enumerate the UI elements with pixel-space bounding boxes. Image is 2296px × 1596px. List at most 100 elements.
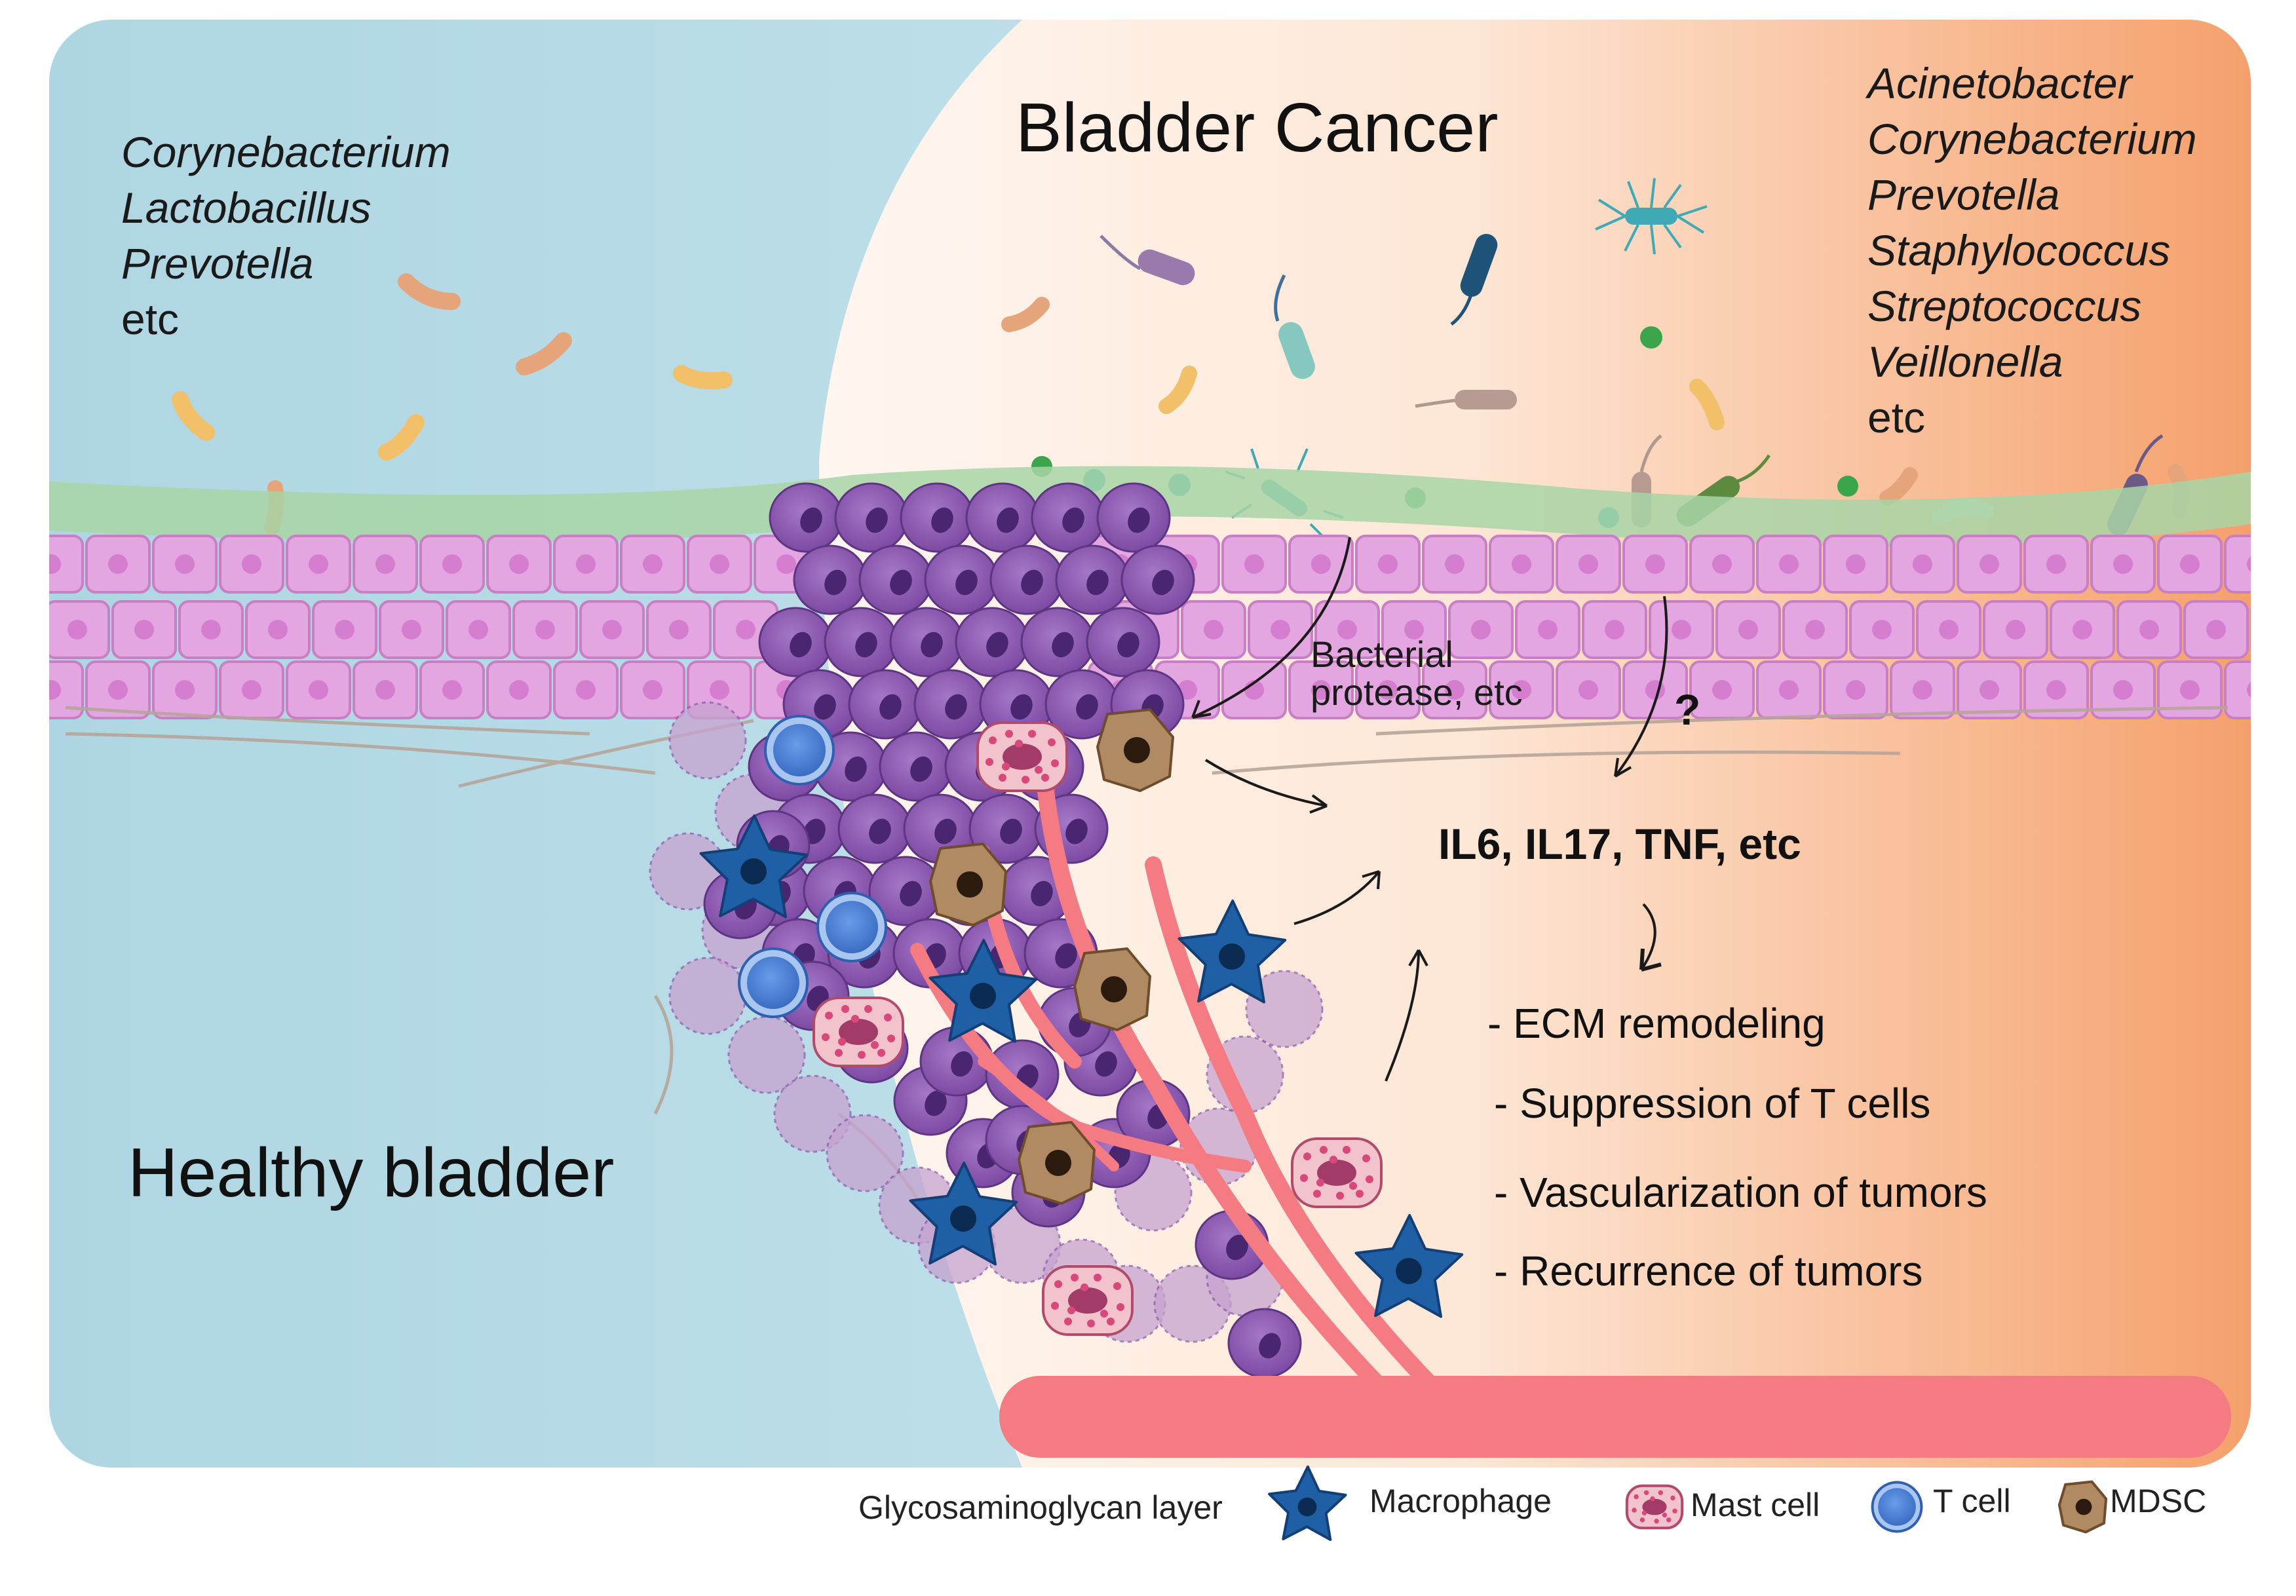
granule: [1028, 730, 1036, 738]
cell-nucleus: [1031, 881, 1053, 907]
cell-nucleus: [1117, 632, 1139, 658]
cell-nucleus: [910, 756, 932, 782]
granule: [871, 1041, 879, 1049]
cell-nucleus: [879, 694, 902, 720]
granule: [1100, 1310, 1108, 1318]
cell-nucleus: [442, 554, 462, 574]
unknown-mark: ?: [1674, 685, 1701, 734]
cell-nucleus: [855, 632, 877, 658]
cell-nucleus: [1311, 680, 1331, 700]
bacteria-name: Prevotella: [121, 239, 314, 288]
cell-nucleus: [1021, 569, 1043, 596]
granule: [1117, 1303, 1124, 1311]
cell-nucleus: [2046, 680, 2066, 700]
cell-nucleus: [800, 507, 822, 533]
cell-nucleus: [643, 554, 662, 574]
cell-nucleus: [1010, 694, 1033, 720]
cell-nucleus: [535, 620, 555, 639]
cell-nucleus: [1672, 620, 1691, 639]
tumor-cell: [668, 701, 747, 780]
granule: [1343, 1146, 1350, 1154]
granule: [1071, 1274, 1079, 1282]
cell-nucleus: [1980, 680, 1999, 700]
cell-nucleus: [2113, 554, 2133, 574]
legend-label-mast-cell: Mast cell: [1691, 1487, 1820, 1523]
cell-nucleus: [1712, 554, 1732, 574]
cell-nucleus: [747, 957, 799, 1009]
tumor-cell: [1245, 970, 1324, 1048]
epithelial-cell: [2224, 535, 2251, 594]
granule: [1356, 1190, 1364, 1198]
cell-nucleus: [1645, 680, 1665, 700]
cell-nucleus: [1846, 680, 1866, 700]
granule: [1022, 776, 1029, 784]
cell-nucleus: [49, 680, 61, 700]
granule: [1064, 1318, 1072, 1325]
cell-nucleus: [1872, 620, 1892, 639]
granule: [1005, 730, 1013, 738]
cell-nucleus: [1000, 818, 1022, 845]
cell-nucleus: [824, 569, 847, 596]
cell-nucleus: [951, 1051, 973, 1077]
bacteria-name: Veillonella: [1867, 337, 2063, 386]
cell-nucleus: [201, 620, 221, 639]
cell-nucleus: [2180, 680, 2200, 700]
cell-nucleus: [1128, 507, 1150, 533]
legend-label-mdsc: MDSC: [2110, 1483, 2207, 1519]
healthy-bacteria-list: Corynebacterium Lactobacillus Prevotella…: [121, 124, 451, 347]
granule: [1662, 1512, 1668, 1518]
granule: [989, 736, 997, 744]
granule: [1015, 740, 1023, 748]
granule: [1349, 1182, 1357, 1190]
granule: [1303, 1152, 1311, 1160]
cell-nucleus: [134, 620, 154, 639]
cell-nucleus: [1779, 680, 1799, 700]
bacteria-name: Acinetobacter: [1867, 59, 2132, 107]
granule: [1002, 763, 1010, 770]
granule: [1048, 738, 1056, 746]
cell-nucleus: [931, 507, 953, 533]
cell-nucleus: [669, 620, 689, 639]
cell-nucleus: [309, 680, 328, 700]
protease-label: Bacterial protease, etc: [1311, 636, 1523, 712]
cell-nucleus: [1878, 1488, 1916, 1526]
cell-nucleus: [1846, 554, 1866, 574]
legend-icons: [1268, 1465, 2108, 1541]
cell-nucleus: [1378, 680, 1398, 700]
granule: [858, 1051, 866, 1059]
cell-nucleus: [375, 680, 395, 700]
cell-nucleus: [773, 724, 826, 776]
granule: [1081, 1283, 1088, 1291]
cell-nucleus: [1445, 680, 1464, 700]
cell-nucleus: [242, 554, 261, 574]
cell-nucleus: [1219, 943, 1245, 970]
cell-nucleus: [1052, 632, 1074, 658]
cell-nucleus: [1086, 569, 1109, 596]
cell-nucleus: [1512, 680, 1531, 700]
legend-label-macrophage: Macrophage: [1369, 1483, 1552, 1519]
cell-nucleus: [49, 554, 61, 574]
bacteria-name: Prevotella: [1867, 170, 2060, 219]
cell-nucleus: [736, 620, 756, 639]
cancer-title: Bladder Cancer: [1016, 89, 1499, 166]
cell-nucleus: [2247, 554, 2251, 574]
granule: [1643, 1490, 1649, 1496]
cell-nucleus: [335, 620, 354, 639]
cell-nucleus: [442, 680, 462, 700]
cell-nucleus: [950, 1206, 976, 1232]
granule: [822, 1033, 830, 1041]
cell-nucleus: [1062, 507, 1084, 533]
cell-nucleus: [2273, 620, 2293, 639]
tumor-cell: [727, 1016, 806, 1094]
cell-nucleus: [1124, 737, 1150, 763]
cell-nucleus: [1244, 554, 1264, 574]
cell-nucleus: [1337, 620, 1357, 639]
effect-item: - ECM remodeling: [1487, 1000, 1826, 1047]
legend-label-gag: Glycosaminoglycan layer: [858, 1489, 1223, 1526]
cell-nucleus: [890, 569, 912, 596]
granule: [835, 1049, 843, 1057]
cell-nucleus: [1538, 620, 1558, 639]
granule: [1051, 759, 1059, 767]
